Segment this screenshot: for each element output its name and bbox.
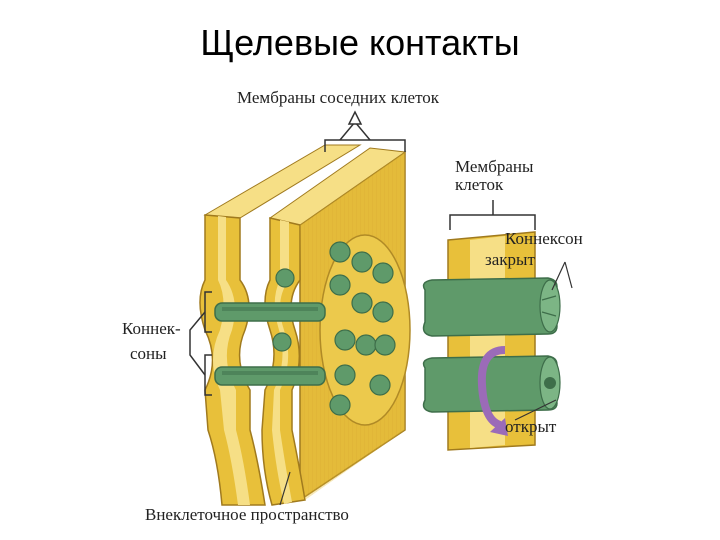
closed-connexon	[422, 277, 561, 337]
label-neighbor-membranes: Мембраны соседних клеток	[237, 88, 440, 107]
open-connexon	[422, 355, 561, 413]
closeup-pointers	[514, 261, 573, 421]
label-connexon: Коннексон	[505, 229, 583, 248]
label-extracellular: Внеклеточное пространство	[145, 505, 349, 524]
connexon-discs	[272, 241, 396, 416]
extracellular-pointer	[279, 471, 291, 506]
label-cell-membranes-line1: Мембраны	[455, 157, 534, 176]
label-open: открыт	[505, 417, 557, 436]
top-bracket-arrows	[324, 110, 406, 152]
rotation-arrow	[477, 346, 508, 436]
slide-title: Щелевые контакты	[200, 22, 520, 63]
label-connexons-line1: Коннек-	[122, 319, 181, 338]
closeup-bracket	[449, 214, 536, 230]
label-connexons-line2: соны	[130, 344, 167, 363]
label-cell-membranes-line2: клеток	[455, 175, 504, 194]
connexon-channels-left	[214, 302, 326, 386]
connexon-brackets	[189, 291, 212, 396]
label-closed: закрыт	[485, 250, 535, 269]
membrane-block-left	[199, 144, 411, 506]
